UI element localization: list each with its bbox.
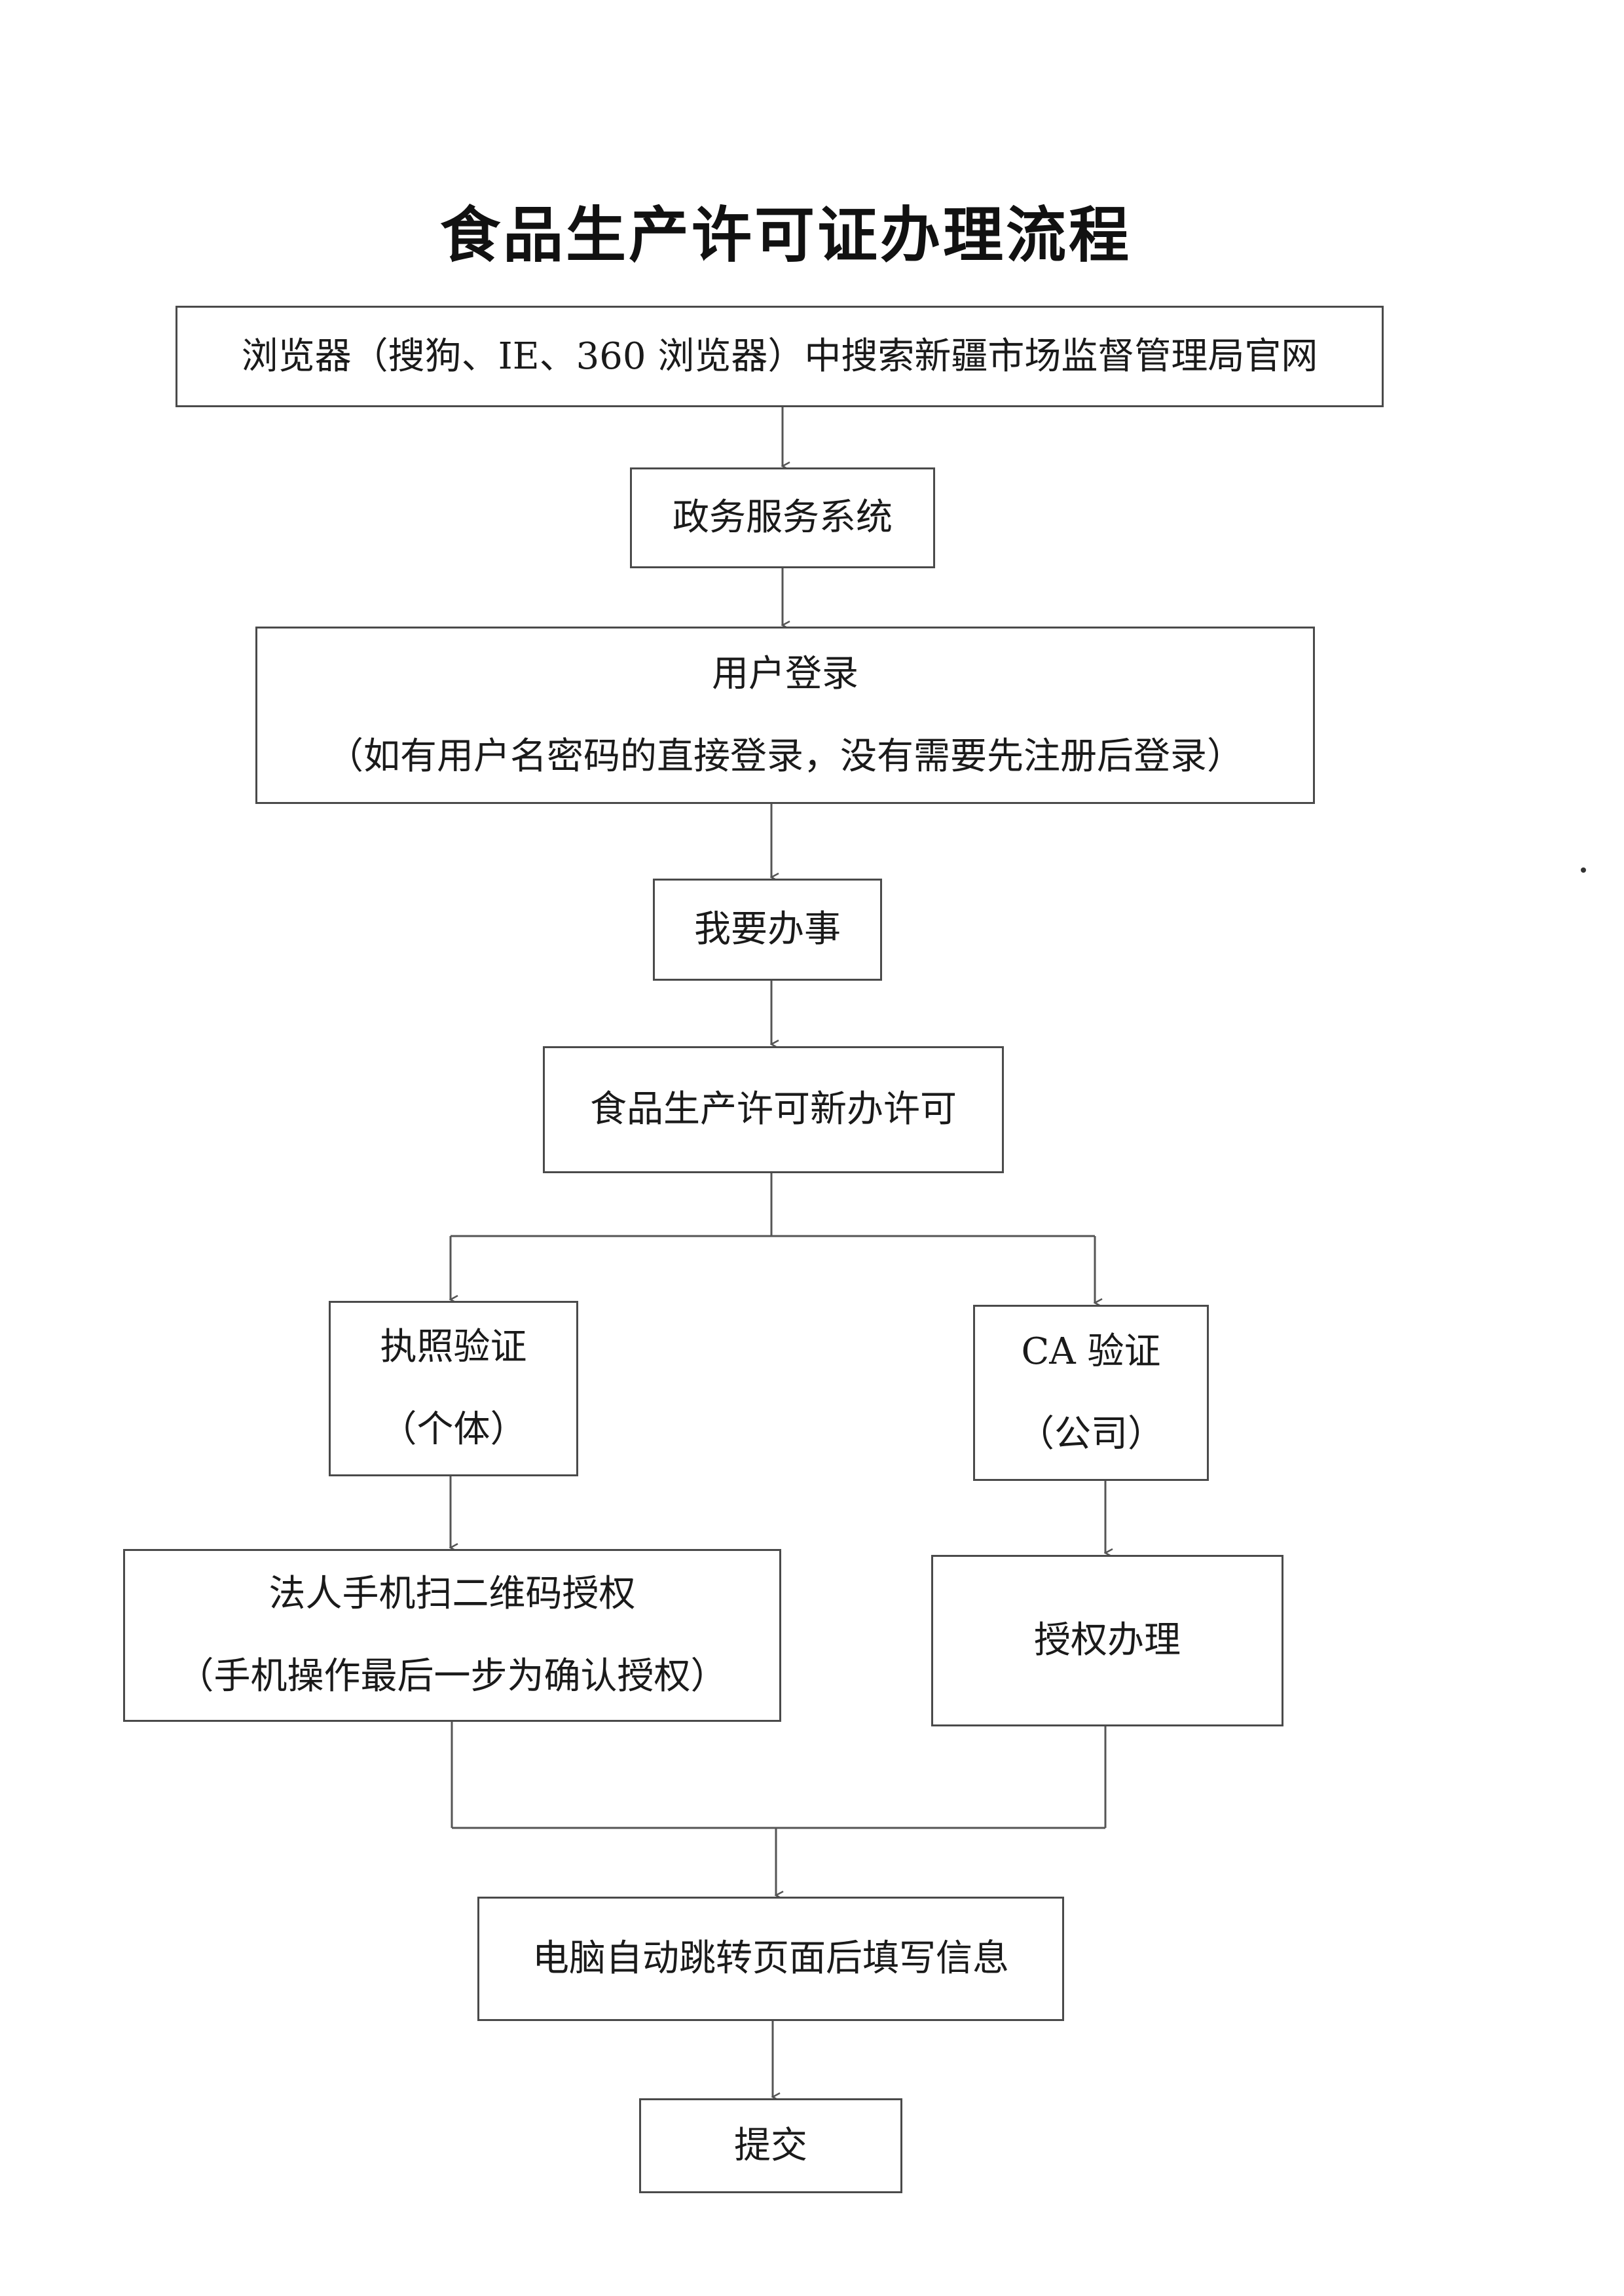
step-license-verification: 执照验证 （个体） (329, 1301, 578, 1476)
step-new-food-permit: 食品生产许可新办许可 (543, 1046, 1004, 1173)
step-fill-information: 电脑自动跳转页面后填写信息 (477, 1897, 1064, 2021)
step-qr-authorization-note: （手机操作最后一步为确认授权） (177, 1655, 728, 1698)
step-fill-information-text: 电脑自动跳转页面后填写信息 (532, 1937, 1009, 1980)
step-qr-authorization-title: 法人手机扫二维码授权 (268, 1573, 636, 1615)
step-license-verification-title: 执照验证 (380, 1326, 527, 1368)
step-ca-verification: CA 验证 （公司） (973, 1305, 1209, 1481)
step-my-services: 我要办事 (653, 879, 882, 981)
page-title: 食品生产许可证办理流程 (439, 200, 1132, 270)
step-submit-text: 提交 (734, 2124, 807, 2167)
step-gov-service-system-text: 政务服务系统 (673, 496, 893, 539)
step-browser-search-text: 浏览器（搜狗、IE、360 浏览器）中搜索新疆市场监督管理局官网 (241, 335, 1318, 378)
step-qr-authorization: 法人手机扫二维码授权 （手机操作最后一步为确认授权） (123, 1549, 781, 1722)
step-submit: 提交 (639, 2098, 902, 2193)
step-ca-verification-title: CA 验证 (1021, 1330, 1161, 1373)
step-browser-search: 浏览器（搜狗、IE、360 浏览器）中搜索新疆市场监督管理局官网 (175, 306, 1384, 407)
step-gov-service-system: 政务服务系统 (630, 467, 935, 568)
step-license-verification-note: （个体） (380, 1408, 527, 1451)
step-new-food-permit-text: 食品生产许可新办许可 (590, 1088, 957, 1131)
step-user-login-note: （如有用户名密码的直接登录，没有需要先注册后登录） (327, 735, 1244, 778)
step-authorization-process: 授权办理 (931, 1555, 1283, 1726)
step-ca-verification-note: （公司） (1018, 1412, 1164, 1455)
step-authorization-process-text: 授权办理 (1034, 1619, 1181, 1662)
step-my-services-text: 我要办事 (694, 908, 841, 951)
scan-speck (1581, 867, 1586, 873)
step-user-login-title: 用户登录 (712, 652, 858, 695)
step-user-login: 用户登录 （如有用户名密码的直接登录，没有需要先注册后登录） (255, 627, 1315, 804)
